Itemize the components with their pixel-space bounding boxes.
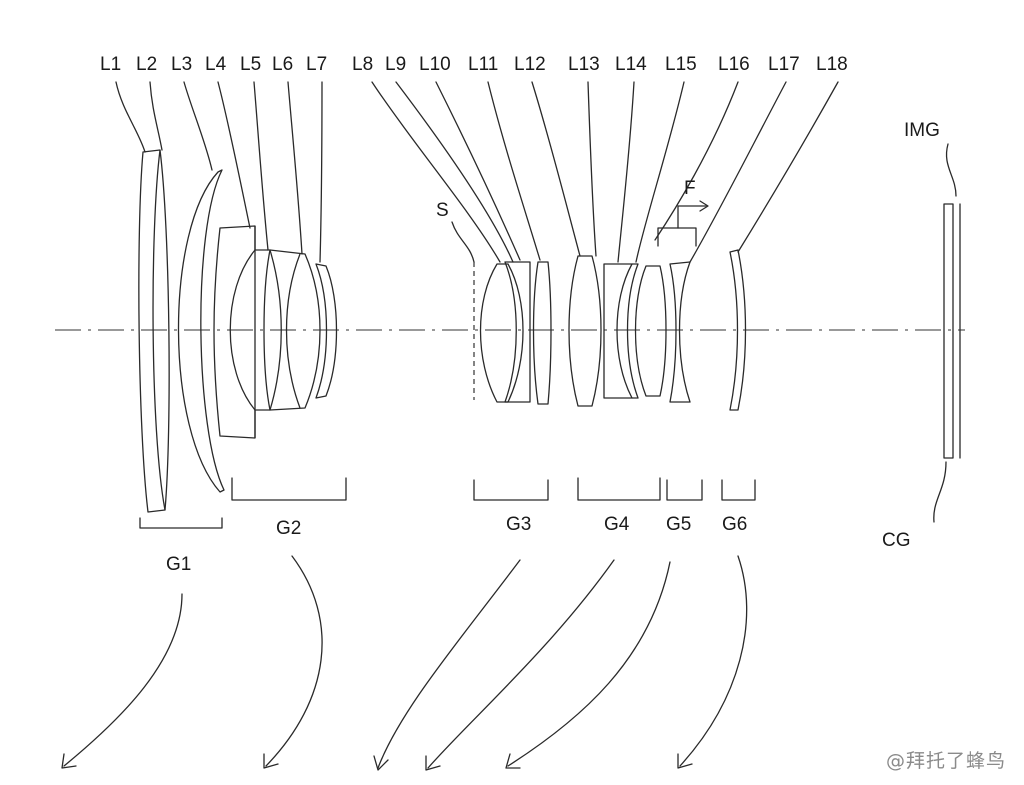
stop-label: S xyxy=(436,200,449,221)
lens-l14b xyxy=(626,263,639,399)
group-g2-lenses xyxy=(213,225,338,439)
focus-label: F xyxy=(684,178,696,199)
label-l16: L16 xyxy=(718,54,750,75)
movement-arrow-g4 xyxy=(427,559,615,769)
lens-l15 xyxy=(634,265,667,397)
label-l9: L9 xyxy=(385,54,406,75)
image-label: IMG xyxy=(904,120,940,141)
label-l7: L7 xyxy=(306,54,327,75)
lens-l11-l12 xyxy=(532,261,552,405)
label-l10: L10 xyxy=(419,54,451,75)
label-l3: L3 xyxy=(171,54,192,75)
label-l17: L17 xyxy=(768,54,800,75)
movement-arrow-g3 xyxy=(377,559,521,769)
label-l2: L2 xyxy=(136,54,157,75)
label-l13: L13 xyxy=(568,54,600,75)
lens-l6 xyxy=(269,249,321,411)
group-label-g2: G2 xyxy=(276,518,301,539)
cover-glass xyxy=(943,203,954,459)
aperture-stop: S xyxy=(436,200,475,400)
label-l14: L14 xyxy=(615,54,647,75)
lens-labels: L1 L2 L3 L4 L5 L6 L7 L8 L9 L10 L11 L12 L… xyxy=(100,54,848,75)
lens-l2 xyxy=(159,149,170,511)
group-g6-lenses xyxy=(729,249,747,411)
focus-arrow xyxy=(677,205,707,229)
lens-l7 xyxy=(315,263,338,399)
group-g1-lenses xyxy=(138,149,225,513)
movement-arrow-g6 xyxy=(679,555,748,767)
sensor-assembly: IMG CG xyxy=(882,120,961,551)
group-label-g4: G4 xyxy=(604,514,630,535)
label-l15: L15 xyxy=(665,54,697,75)
lens-l16 xyxy=(669,261,691,403)
lens-l13 xyxy=(568,255,602,407)
lens-l1 xyxy=(138,149,166,513)
label-l6: L6 xyxy=(272,54,293,75)
group-label-g5: G5 xyxy=(666,514,691,535)
label-l8: L8 xyxy=(352,54,373,75)
lens-l3 xyxy=(177,169,225,493)
lens-l5 xyxy=(229,249,271,411)
label-l5: L5 xyxy=(240,54,261,75)
label-l4: L4 xyxy=(205,54,227,75)
leader-lines xyxy=(115,81,839,263)
lens-l10 xyxy=(504,261,531,403)
lens-l17-l18 xyxy=(729,249,747,411)
group-brackets: G1 G2 G3 G4 G5 G6 xyxy=(139,477,756,575)
group-label-g3: G3 xyxy=(506,514,531,535)
label-l12: L12 xyxy=(514,54,546,75)
group-g4-lenses xyxy=(568,255,667,407)
label-l11: L11 xyxy=(468,54,498,75)
group-label-g1: G1 xyxy=(166,554,191,575)
movement-arrows xyxy=(61,555,748,771)
movement-arrow-g2 xyxy=(265,555,323,767)
movement-arrow-g1 xyxy=(63,593,183,767)
group-g3-lenses xyxy=(479,261,552,405)
watermark: @拜托了蜂鸟 xyxy=(885,750,1006,772)
lens-l14 xyxy=(603,263,633,399)
label-l18: L18 xyxy=(816,54,848,75)
lens-l4 xyxy=(213,225,256,439)
group-label-g6: G6 xyxy=(722,514,747,535)
label-l1: L1 xyxy=(100,54,121,75)
lens-l6b xyxy=(285,253,301,409)
movement-arrow-g5 xyxy=(507,561,671,767)
cover-glass-label: CG xyxy=(882,530,911,551)
group-g5-lenses: F xyxy=(657,178,709,403)
focus-bracket xyxy=(657,227,697,247)
